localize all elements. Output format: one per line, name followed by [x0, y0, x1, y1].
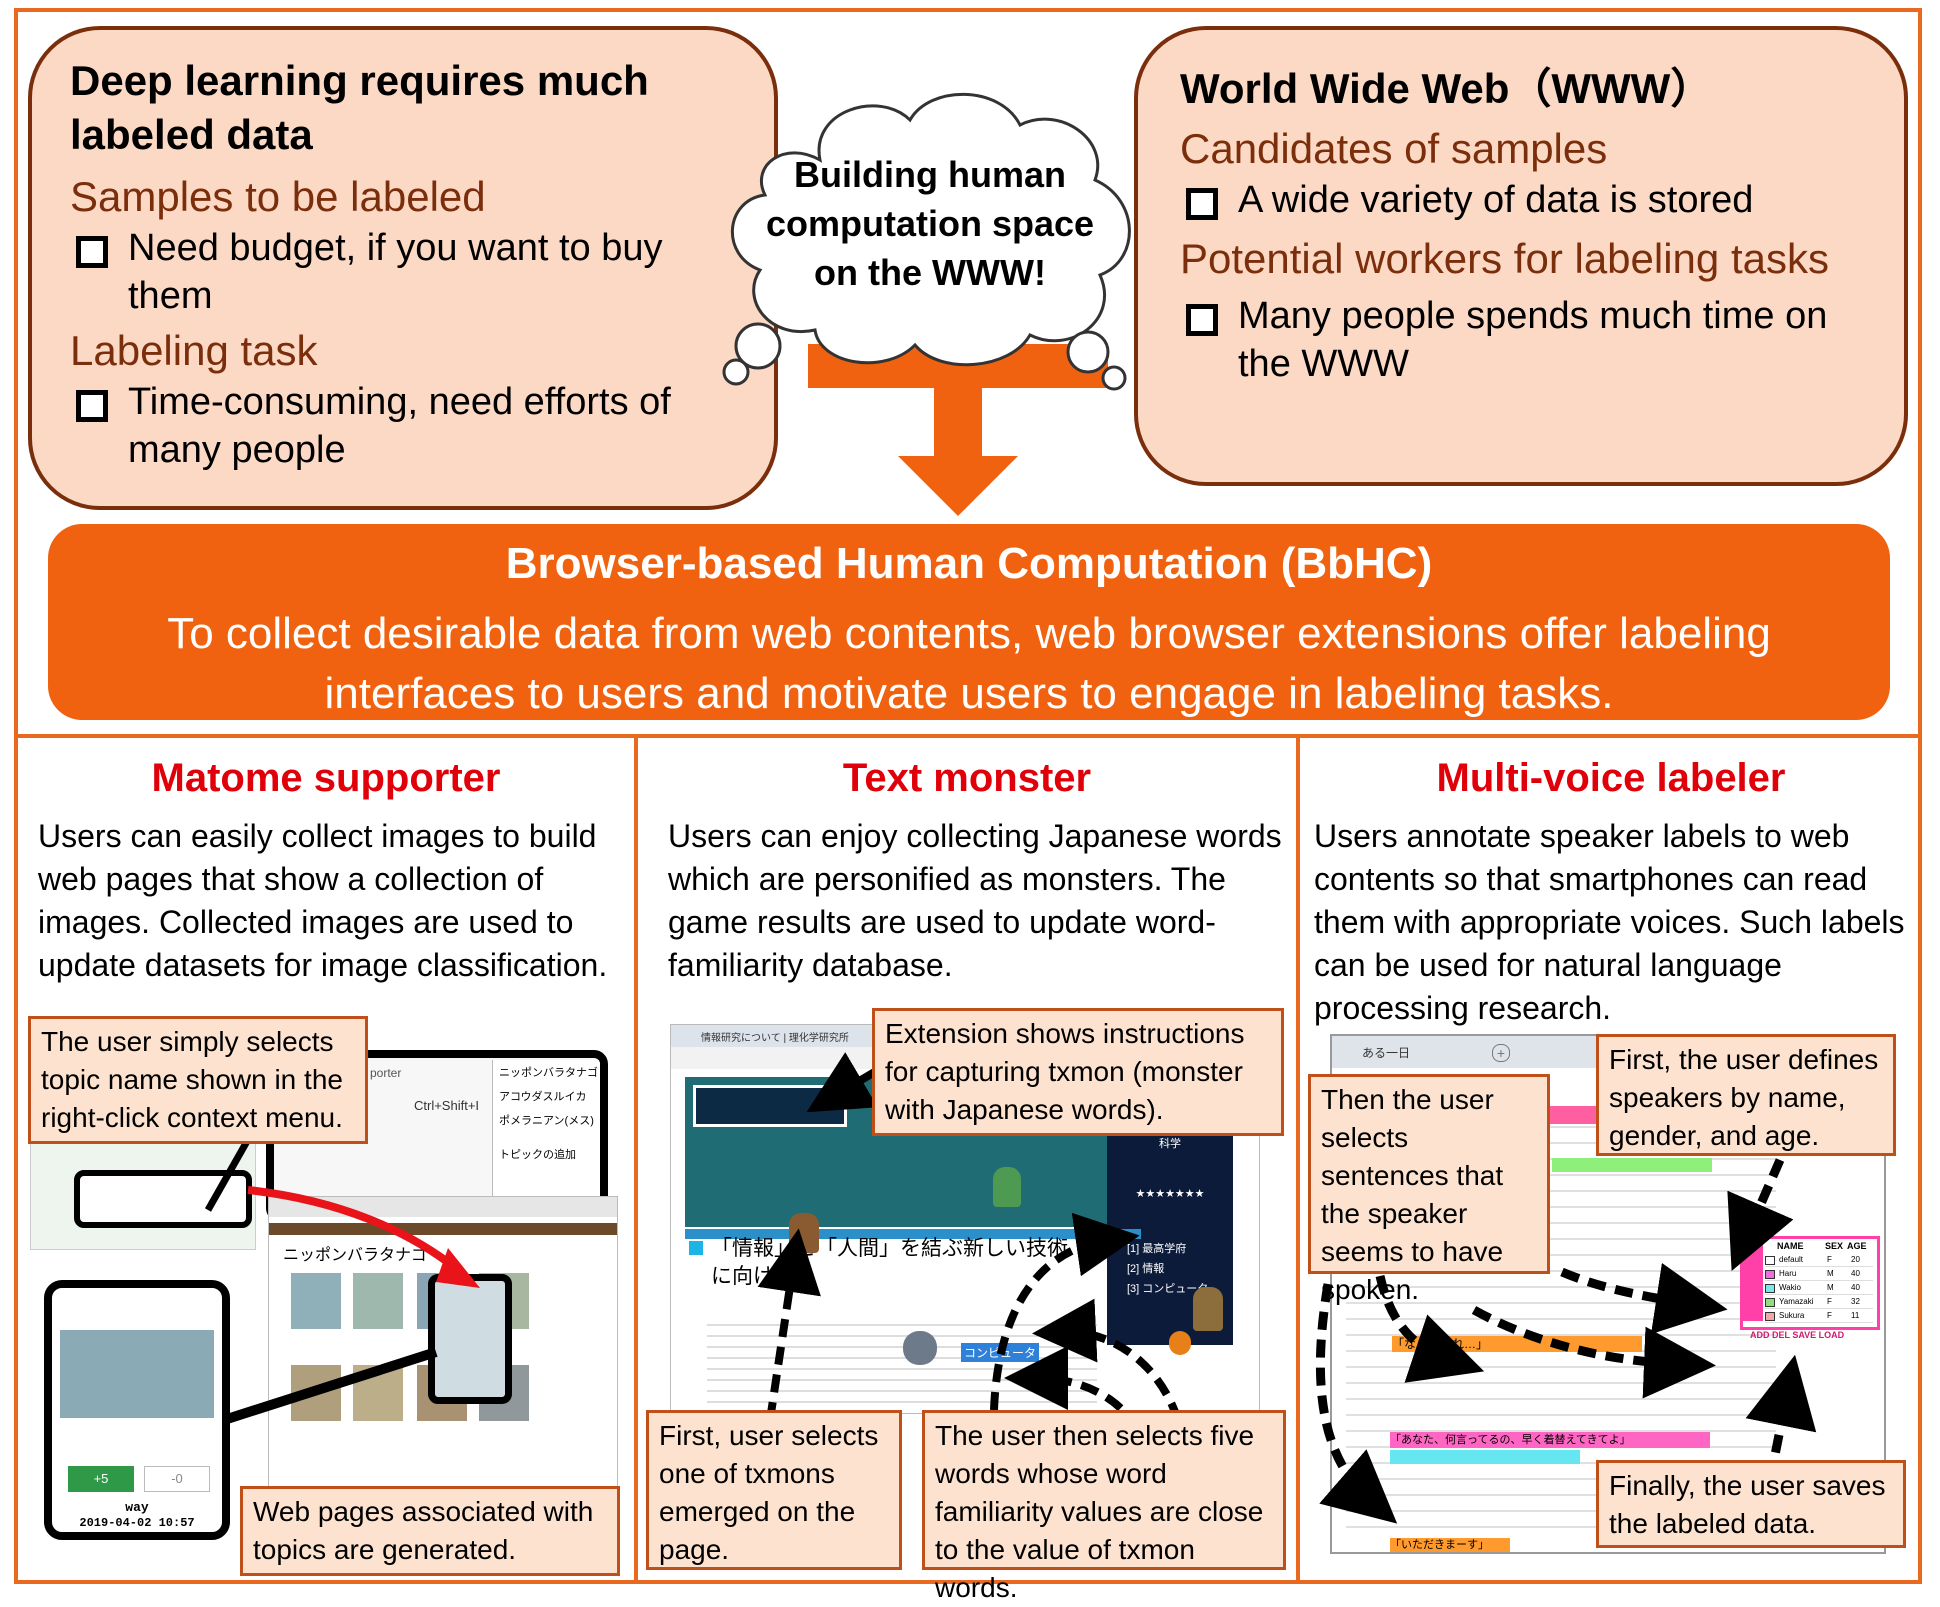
- left-box-bullet2: Time-consuming, need efforts of many peo…: [70, 378, 750, 474]
- minus-button[interactable]: -0: [144, 1466, 210, 1492]
- multi-voice-desc: Users annotate speaker labels to web con…: [1314, 818, 1905, 1026]
- plus-button[interactable]: +5: [68, 1466, 134, 1492]
- gallery-heading: ニッポンバラタナゴ: [283, 1247, 428, 1264]
- left-box-bullet1: Need budget, if you want to buy them: [70, 224, 750, 320]
- table-buttons[interactable]: ADD DEL SAVE LOAD: [1750, 1330, 1845, 1340]
- text-monster-callout-1: Extension shows instructions for capturi…: [872, 1008, 1284, 1136]
- speaker-sex: M: [1827, 1269, 1834, 1278]
- menu-item[interactable]: ニッポンバラタナゴ: [499, 1067, 598, 1079]
- speaker-sex: F: [1827, 1255, 1832, 1264]
- menu-item[interactable]: ポメラニアン(メス): [499, 1115, 594, 1127]
- speaker-sex: F: [1827, 1297, 1832, 1306]
- table-row[interactable]: Wakio M 40: [1765, 1281, 1873, 1295]
- table-head-age: AGE: [1847, 1241, 1867, 1251]
- speaker-name: Haru: [1779, 1269, 1797, 1278]
- context-menu: ニッポンバラタナゴ アコウダスルイカ ポメラニアン(メス) トピックの追加: [492, 1060, 600, 1212]
- highlight-pink[interactable]: 「あなた、何言ってるの、早く着替えてきてよ」: [1390, 1432, 1710, 1448]
- left-box: Deep learning requires much labeled data…: [28, 26, 778, 510]
- matome-connectors: [204, 1134, 480, 1425]
- highlight-green: [1552, 1158, 1712, 1172]
- monster-icon[interactable]: [993, 1167, 1021, 1207]
- text-monster-callout-3: The user then selects five words whose w…: [922, 1410, 1286, 1603]
- right-box-title: World Wide Web（WWW）: [1180, 65, 1713, 112]
- table-row[interactable]: Sukura F 11: [1765, 1309, 1873, 1323]
- monster-icon[interactable]: [1193, 1287, 1223, 1331]
- browser-tab[interactable]: 情報研究について | 理化学研究所: [701, 1033, 849, 1044]
- monster-icon[interactable]: [903, 1331, 937, 1365]
- left-box-section1: Samples to be labeled: [70, 173, 486, 220]
- text-monster-panel: Text monster Users can enjoy collecting …: [638, 738, 1296, 1584]
- right-box-section1: Candidates of samples: [1180, 125, 1608, 172]
- right-box-bullet2: Many people spends much time on the WWW: [1180, 292, 1890, 388]
- thought-cloud: [722, 92, 1131, 391]
- menu-item[interactable]: アコウダスルイカ: [499, 1091, 587, 1103]
- multi-voice-panel: Multi-voice labeler Users annotate speak…: [1300, 738, 1922, 1584]
- speaker-sex: F: [1827, 1311, 1832, 1320]
- highlight-cyan: [1390, 1450, 1580, 1464]
- outer-frame: [14, 8, 1922, 1584]
- selected-image-highlight: [428, 1274, 512, 1404]
- speaker-sex: M: [1827, 1283, 1834, 1292]
- speaker-name: Wakio: [1779, 1283, 1801, 1292]
- speaker-age: 20: [1851, 1255, 1860, 1264]
- multi-voice-callout-3: Finally, the user saves the labeled data…: [1596, 1460, 1906, 1548]
- speaker-age: 40: [1851, 1269, 1860, 1278]
- phone-date: 2019-04-02 10:57: [79, 1516, 195, 1530]
- highlight-orange[interactable]: 「いただきまーす」: [1390, 1538, 1510, 1552]
- panel-divider: [1296, 734, 1300, 1584]
- checkbox-icon: [1186, 304, 1218, 336]
- right-box-bullet1: A wide variety of data is stored: [1180, 176, 1890, 224]
- bbhc-text: To collect desirable data from web conte…: [167, 609, 1771, 718]
- multi-voice-callout-2: Then the user selects sentences that the…: [1308, 1074, 1550, 1305]
- speaker-name: Sukura: [1779, 1311, 1805, 1320]
- multi-voice-callout-1: First, the user defines speakers by name…: [1596, 1034, 1896, 1156]
- cloud-text: Building human computation space on the …: [765, 154, 1095, 293]
- phone-screenshot: +5 -0 way 2019-04-02 10:57: [44, 1280, 230, 1540]
- speaker-color-swatch: [1765, 1312, 1775, 1321]
- left-box-title: Deep learning requires much labeled data: [70, 57, 649, 158]
- bbhc-banner: Browser-based Human Computation (BbHC) T…: [48, 524, 1890, 720]
- speaker-color-swatch: [1765, 1284, 1775, 1293]
- menu-item[interactable]: トピックの追加: [499, 1149, 576, 1161]
- panel-divider: [634, 734, 638, 1584]
- speaker-name: Yamazaki: [1779, 1297, 1814, 1306]
- text-monster-title: Text monster: [842, 756, 1092, 800]
- speaker-color-swatch: [1765, 1298, 1775, 1307]
- checkbox-icon: [76, 236, 108, 268]
- checkbox-icon: [76, 390, 108, 422]
- right-box-section2: Potential workers for labeling tasks: [1180, 235, 1829, 282]
- matome-callout-2: Web pages associated with topics are gen…: [240, 1486, 620, 1576]
- new-tab-icon[interactable]: +: [1492, 1044, 1510, 1062]
- menu-shortcut: Ctrl+Shift+I: [414, 1098, 480, 1113]
- right-box: World Wide Web（WWW） Candidates of sample…: [1134, 26, 1908, 486]
- monster-icon[interactable]: [1169, 1331, 1191, 1355]
- bbhc-title: Browser-based Human Computation (BbHC): [505, 539, 1433, 588]
- matome-desc: Users can easily collect images to build…: [38, 818, 608, 983]
- multi-voice-title: Multi-voice labeler: [1436, 756, 1786, 800]
- text-monster-callout-2: First, user selects one of txmons emerge…: [646, 1410, 902, 1570]
- text-monster-desc: Users can enjoy collecting Japanese word…: [668, 818, 1282, 983]
- browser-tab[interactable]: ある一日: [1362, 1046, 1411, 1060]
- section-divider: [14, 734, 1922, 738]
- checkbox-icon: [1186, 188, 1218, 220]
- matome-callout-1: The user simply selects topic name shown…: [28, 1016, 368, 1144]
- menu-header: porter: [370, 1066, 402, 1080]
- matome-title: Matome supporter: [151, 756, 501, 800]
- fish-image: [60, 1330, 214, 1418]
- speaker-age: 11: [1851, 1311, 1860, 1320]
- speaker-age: 40: [1851, 1283, 1860, 1292]
- speaker-age: 32: [1851, 1297, 1860, 1306]
- table-head-sex: SEX: [1825, 1241, 1844, 1251]
- left-box-section2: Labeling task: [70, 327, 318, 374]
- matome-panel: Matome supporter Users can easily collec…: [18, 738, 634, 1584]
- table-row[interactable]: Yamazaki F 32: [1765, 1295, 1873, 1309]
- phone-user: way: [125, 1500, 149, 1515]
